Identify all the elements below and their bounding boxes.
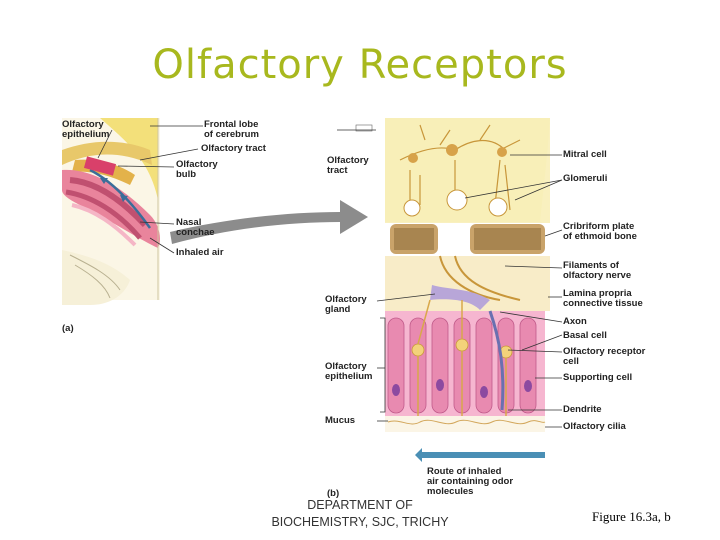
panel-a-illustration <box>62 118 160 305</box>
label-glomeruli: Glomeruli <box>563 173 608 184</box>
label-olfactory-epithelium-a: Olfactory epithelium <box>62 119 110 140</box>
label-olfactory-receptor-cell: Olfactory receptor cell <box>563 346 646 367</box>
label-cribriform-plate: Cribriform plate of ethmoid bone <box>563 221 637 242</box>
label-filaments: Filaments of olfactory nerve <box>563 260 632 281</box>
label-mucus: Mucus <box>325 415 356 426</box>
connector-arrow <box>170 200 368 244</box>
label-olfactory-epithelium-b: Olfactory epithelium <box>325 361 373 382</box>
label-olfactory-tract-b: Olfactory tract <box>327 155 369 176</box>
label-nasal-conchae: Nasal conchae <box>176 217 215 238</box>
label-frontal-lobe: Frontal lobe of cerebrum <box>204 119 259 140</box>
label-inhaled-air: Inhaled air <box>176 247 224 258</box>
panel-a-leaders <box>97 125 203 254</box>
label-route: Route of inhaled air containing odor mol… <box>427 466 514 497</box>
label-axon: Axon <box>563 316 587 327</box>
panel-a-tag: (a) <box>62 323 74 334</box>
panel-b-illustration <box>355 118 550 462</box>
label-basal-cell: Basal cell <box>563 330 607 341</box>
panel-b-tag: (b) <box>327 488 340 499</box>
route-arrow <box>415 448 545 462</box>
label-olfactory-bulb: Olfactory bulb <box>176 159 218 180</box>
figure-reference: Figure 16.3a, b <box>592 509 671 524</box>
label-dendrite: Dendrite <box>563 404 602 415</box>
panel-b-leaders <box>337 129 563 428</box>
label-mitral-cell: Mitral cell <box>563 149 607 160</box>
label-supporting-cell: Supporting cell <box>563 372 633 383</box>
footer-department: DEPARTMENT OF BIOCHEMISTRY, SJC, TRICHY <box>271 498 449 529</box>
label-lamina-propria: Lamina propria connective tissue <box>563 288 643 309</box>
slide-title: Olfactory Receptors <box>152 42 568 88</box>
label-olfactory-gland: Olfactory gland <box>325 294 367 315</box>
label-olfactory-cilia: Olfactory cilia <box>563 421 626 432</box>
label-olfactory-tract-a: Olfactory tract <box>201 143 266 154</box>
